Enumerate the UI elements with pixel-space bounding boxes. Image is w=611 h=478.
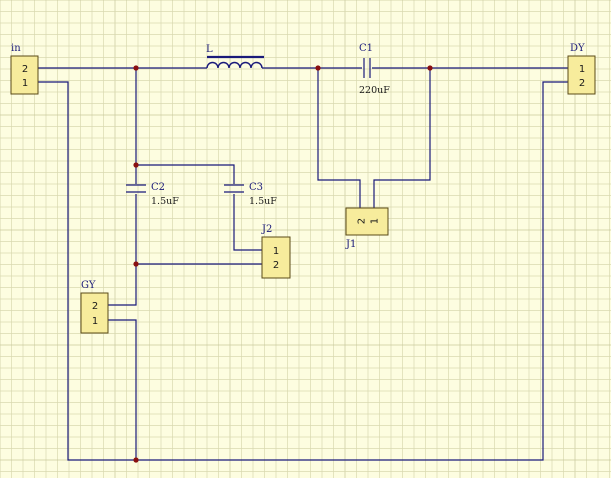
c1-value: 220uF: [359, 85, 390, 96]
connector-j2-ref: J2: [261, 224, 272, 235]
junction-dot: [133, 261, 139, 267]
connector-in-pin: 1: [22, 78, 28, 89]
connector-in-ref: in: [11, 43, 21, 54]
connector-j2: J2 1 2: [261, 224, 291, 279]
junction-dot: [133, 457, 139, 463]
connector-gy-ref: GY: [81, 280, 96, 291]
inductor-ref: L: [206, 44, 213, 55]
junction-dot: [427, 65, 433, 71]
c2-value: 1.5uF: [151, 196, 179, 207]
junction-dot: [133, 65, 139, 71]
connector-in-pin: 2: [22, 64, 28, 75]
c1-ref: C1: [359, 43, 373, 54]
capacitor-c3: C3 1.5uF: [224, 182, 277, 207]
wire-j1-right: [373, 68, 431, 208]
capacitor-c2: C2 1.5uF: [126, 182, 179, 207]
junction-dot: [315, 65, 321, 71]
wires: [38, 67, 568, 461]
connector-gy-pin: 2: [92, 301, 98, 312]
connector-j2-pin: 1: [273, 246, 279, 257]
connector-dy-pin: 1: [579, 64, 585, 75]
c3-ref: C3: [249, 182, 263, 193]
connector-j1-ref: J1: [345, 239, 356, 250]
c3-value: 1.5uF: [249, 196, 277, 207]
inductor-l: L: [206, 44, 264, 69]
junctions: [133, 65, 433, 463]
connector-gy-pin: 1: [92, 316, 98, 327]
wire-cap-top-rail: [136, 164, 235, 184]
wire-left-vertical-lower: [108, 194, 137, 306]
connector-j1-pin: 2: [357, 218, 368, 224]
wire-gy-pin1-ground: [108, 319, 137, 460]
connector-j2-pin: 2: [273, 260, 279, 271]
connector-dy: DY 1 2: [567, 43, 596, 95]
capacitor-c1: C1 220uF: [359, 43, 390, 96]
connector-gy: GY 2 1: [80, 280, 109, 334]
connector-dy-ref: DY: [570, 43, 585, 54]
connector-dy-pin: 2: [579, 78, 585, 89]
wire-j1-left: [317, 68, 361, 208]
connector-in: in 2 1: [10, 43, 39, 95]
wire-in-pin1-ground: [38, 81, 568, 461]
wire-c3-to-j2: [233, 194, 262, 251]
connector-j1-pin: 1: [370, 218, 381, 224]
connector-j1: J1 2 1: [345, 207, 389, 250]
c2-ref: C2: [151, 182, 165, 193]
junction-dot: [133, 162, 139, 168]
